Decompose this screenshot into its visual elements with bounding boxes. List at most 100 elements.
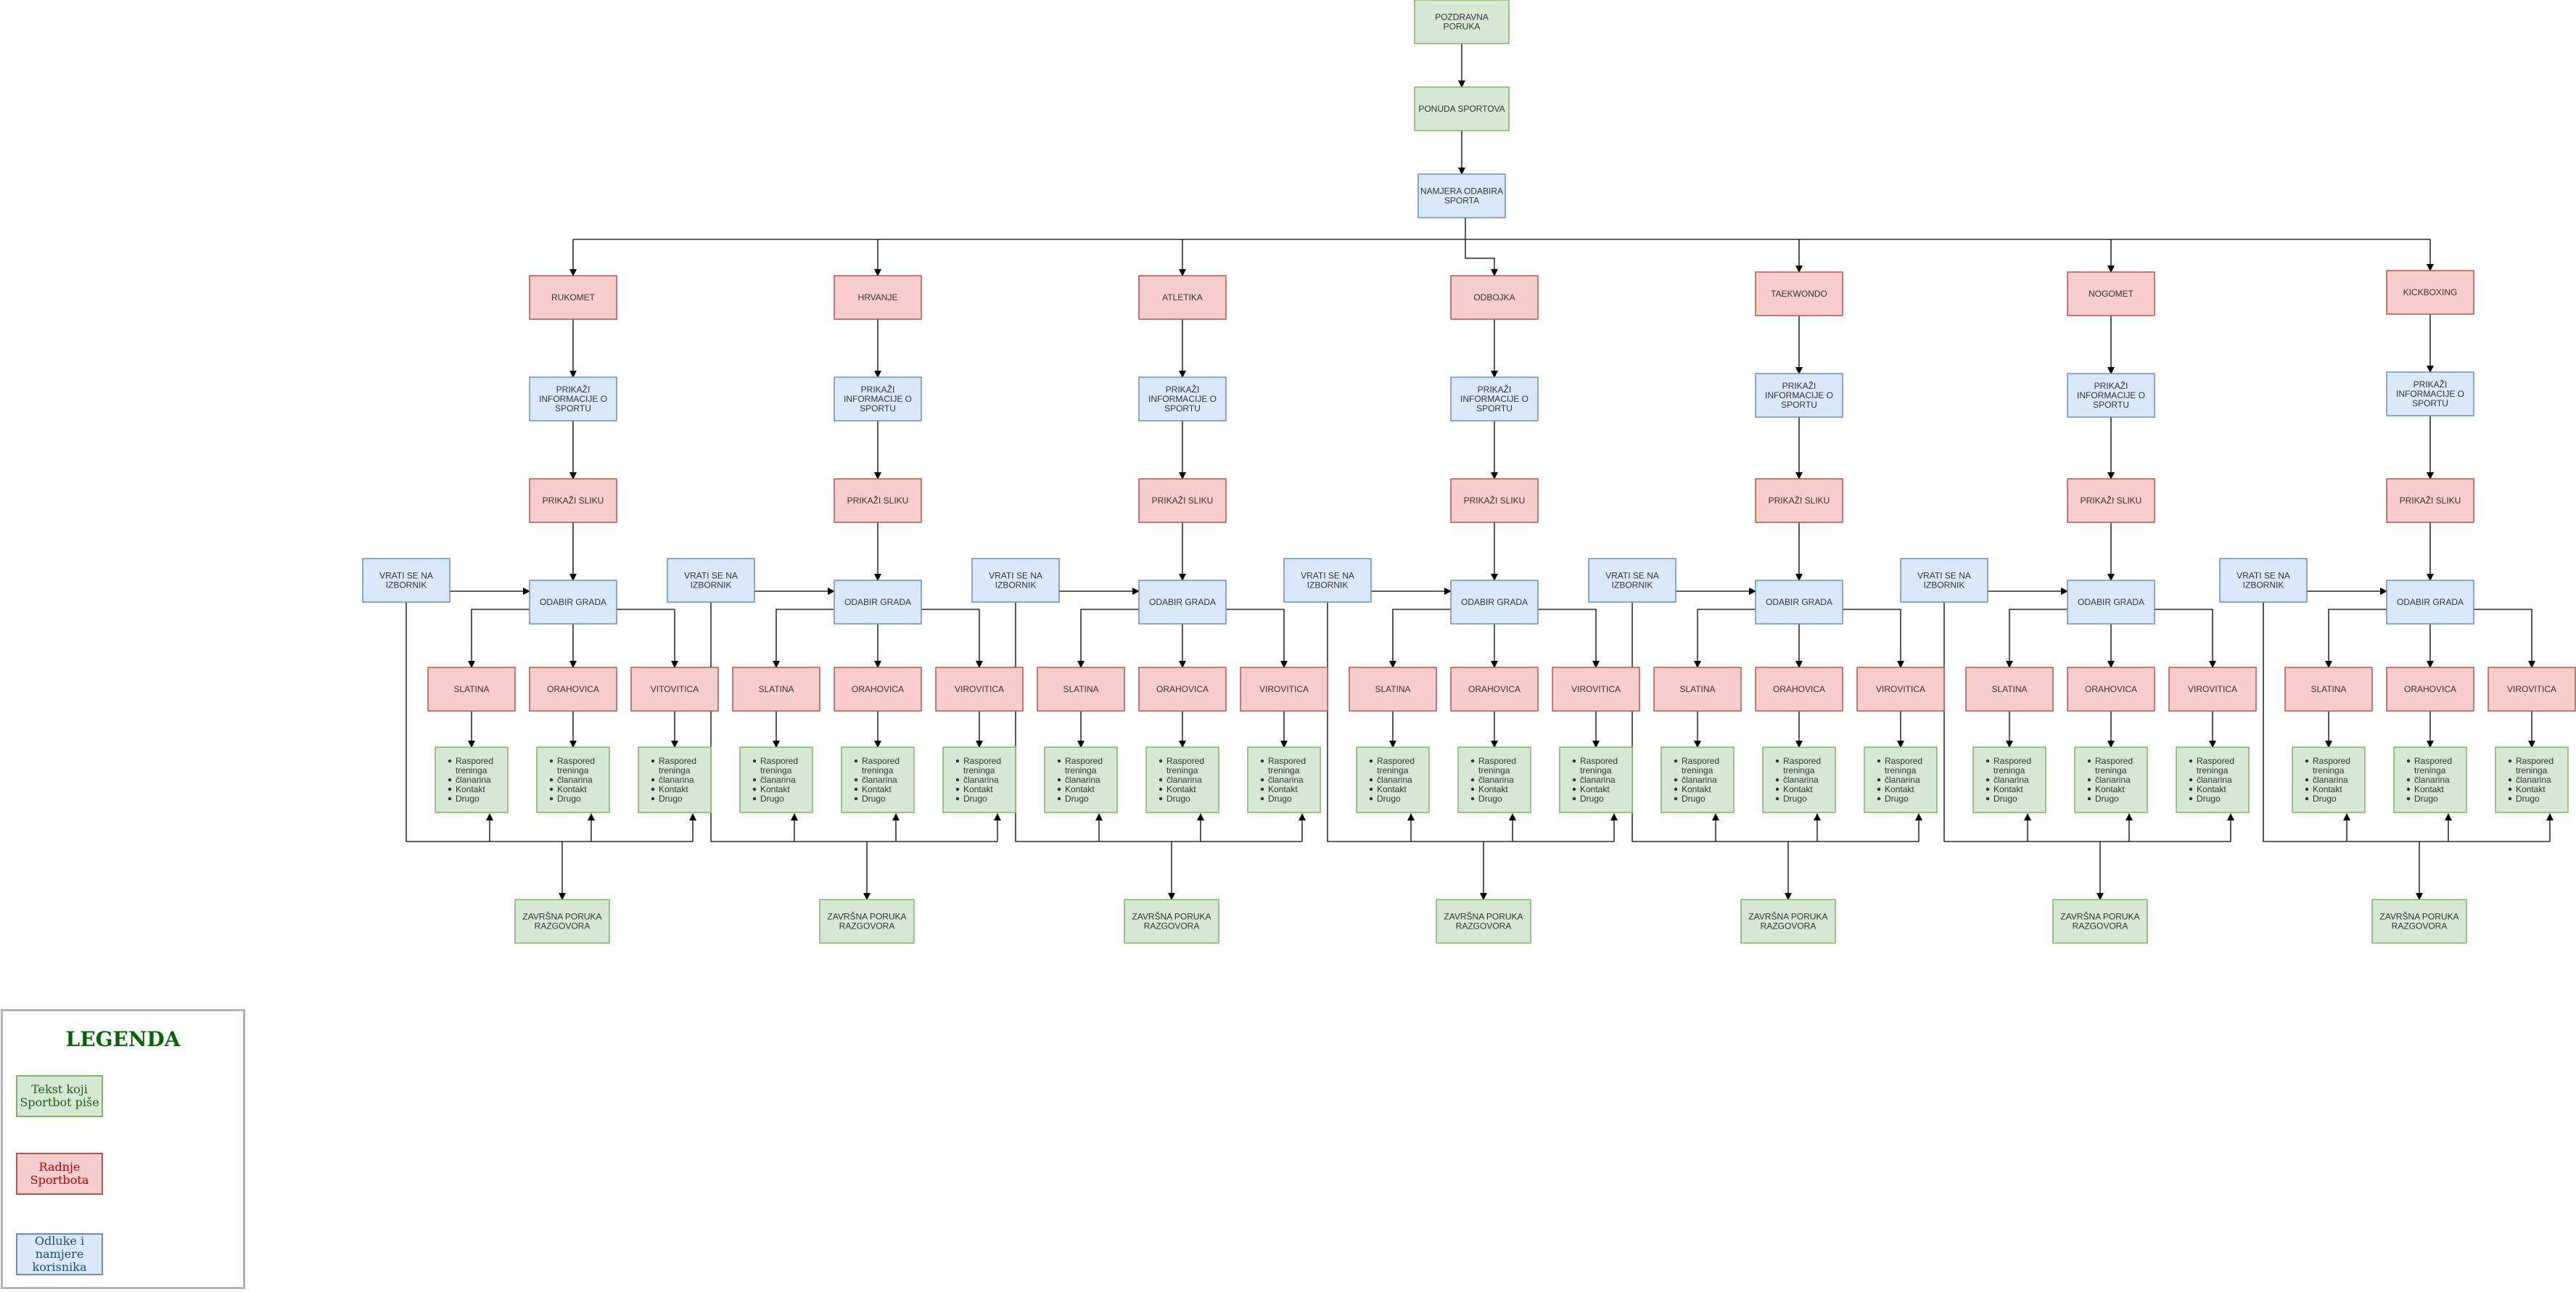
details-node-hrvanje-1-line: članarina — [760, 775, 796, 785]
details-node-atletika-1-line: članarina — [1065, 775, 1100, 785]
details-node-rukomet-1-line: Raspored — [456, 756, 493, 766]
details-node-kickboxing-2-line: Raspored — [2414, 756, 2452, 766]
city-node-taekwondo-2: ORAHOVICA — [1755, 667, 1843, 712]
details-node-nogomet-3-line: članarina — [2197, 775, 2232, 785]
details-node-taekwondo-3-line: članarina — [1885, 775, 1920, 785]
details-node-nogomet-2-line: članarina — [2095, 775, 2131, 785]
details-node-rukomet-1-line: Drugo — [456, 794, 480, 804]
details-node-rukomet-1-line: Kontakt — [456, 784, 485, 794]
details-node-taekwondo-3-line: Kontakt — [1885, 784, 1914, 794]
details-node-nogomet-1-line: Raspored — [1993, 756, 2031, 766]
city-node-taekwondo-1: SLATINA — [1653, 667, 1742, 712]
details-node-hrvanje-3-line: članarina — [963, 775, 999, 785]
city-node-hrvanje-3: VIROVITICA — [935, 667, 1024, 712]
sport-offer-node-label: PONUDA SPORTOVA — [1418, 104, 1505, 114]
details-node-nogomet-1-line: Kontakt — [1993, 784, 2023, 794]
details-node-taekwondo-3-line: treninga — [1885, 765, 1917, 775]
city-node-atletika-1: SLATINA — [1037, 667, 1125, 712]
details-node-taekwondo-2-line: Drugo — [1783, 794, 1807, 804]
details-node-hrvanje-1-line: Drugo — [760, 794, 784, 804]
details-node-odbojka-3-line: Drugo — [1580, 794, 1604, 804]
city-node-kickboxing-1-label: SLATINA — [2310, 684, 2346, 694]
details-node-odbojka-3-line: treninga — [1580, 765, 1612, 775]
city-node-taekwondo-1-label: SLATINA — [1679, 684, 1715, 694]
city-node-atletika-1-label: SLATINA — [1063, 684, 1098, 694]
sport-node-atletika: ATLETIKA — [1138, 275, 1227, 320]
city-node-atletika-2-label: ORAHOVICA — [1156, 684, 1209, 694]
details-node-rukomet-2-line: članarina — [557, 775, 593, 785]
details-node-nogomet-3-line: treninga — [2197, 765, 2229, 775]
details-node-odbojka-2-line: Kontakt — [1478, 784, 1508, 794]
details-node-nogomet-2-line: Kontakt — [2095, 784, 2125, 794]
details-node-odbojka-2-line: treninga — [1478, 765, 1510, 775]
city-node-kickboxing-2: ORAHOVICA — [2386, 667, 2474, 712]
city-node-rukomet-1: SLATINA — [427, 667, 516, 712]
choose-city-node-nogomet: ODABIR GRADA — [2067, 580, 2155, 625]
details-node-atletika-1-line: treninga — [1065, 765, 1097, 775]
details-node-taekwondo-1-line: Drugo — [1682, 794, 1705, 804]
details-node-rukomet-2-line: Raspored — [557, 756, 595, 766]
city-node-odbojka-2: ORAHOVICA — [1450, 667, 1539, 712]
details-node-hrvanje-2-line: Raspored — [862, 756, 900, 766]
details-node-hrvanje-2-line: članarina — [862, 775, 897, 785]
sport-node-hrvanje: HRVANJE — [834, 275, 922, 320]
details-node-nogomet-2-line: treninga — [2095, 765, 2127, 775]
details-node-taekwondo-3-line: Raspored — [1885, 756, 1922, 766]
details-node-rukomet-3-line: Raspored — [659, 756, 696, 766]
sport-node-atletika-label: ATLETIKA — [1162, 292, 1203, 303]
details-node-kickboxing-3-line: Kontakt — [2516, 784, 2546, 794]
city-node-atletika-3-label: VIROVITICA — [1259, 684, 1309, 694]
city-node-kickboxing-2-label: ORAHOVICA — [2404, 684, 2456, 694]
details-node-rukomet-3-line: članarina — [659, 775, 694, 785]
choose-city-node-rukomet: ODABIR GRADA — [529, 580, 617, 625]
details-node-hrvanje-3-line: treninga — [963, 765, 995, 775]
city-node-nogomet-2-label: ORAHOVICA — [2085, 684, 2137, 694]
details-node-hrvanje-1-line: treninga — [760, 765, 792, 775]
city-node-nogomet-3: VIROVITICA — [2168, 667, 2257, 712]
city-node-atletika-3: VIROVITICA — [1240, 667, 1328, 712]
details-node-atletika-3-line: Drugo — [1268, 794, 1292, 804]
details-node-atletika-2-line: Raspored — [1166, 756, 1204, 766]
details-node-atletika-2-line: treninga — [1166, 765, 1198, 775]
sport-node-rukomet: RUKOMET — [529, 275, 617, 320]
city-node-hrvanje-2: ORAHOVICA — [834, 667, 922, 712]
choose-city-node-odbojka: ODABIR GRADA — [1450, 580, 1539, 625]
details-node-kickboxing-2-line: treninga — [2414, 765, 2446, 775]
city-node-hrvanje-2-label: ORAHOVICA — [852, 684, 904, 694]
choose-city-node-nogomet-label: ODABIR GRADA — [2078, 597, 2144, 607]
picture-node-kickboxing: PRIKAŽI SLIKU — [2386, 478, 2474, 523]
choose-city-node-kickboxing: ODABIR GRADA — [2386, 580, 2474, 625]
details-node-hrvanje-1-line: Kontakt — [760, 784, 790, 794]
details-node-atletika-3-line: Kontakt — [1268, 784, 1298, 794]
picture-node-taekwondo: PRIKAŽI SLIKU — [1755, 478, 1843, 523]
